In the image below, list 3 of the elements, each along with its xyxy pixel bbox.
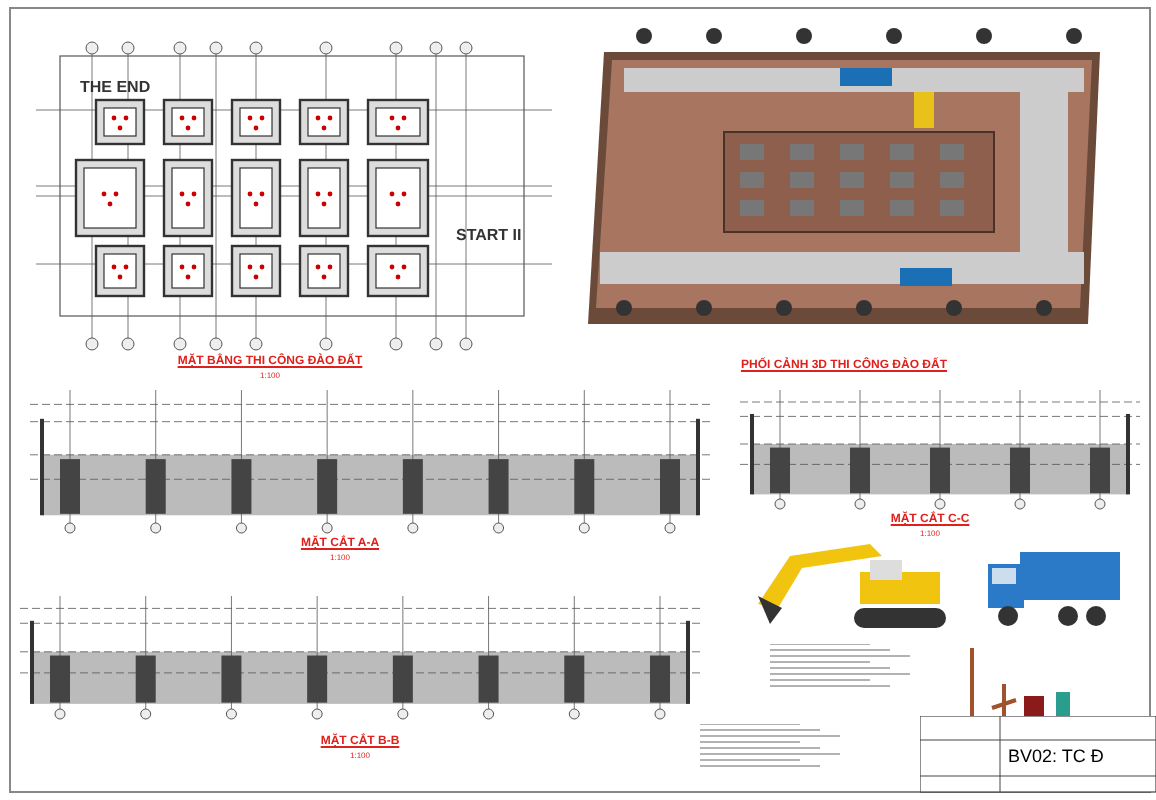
callout-label: THE END	[80, 80, 151, 96]
drawing-number: BV02: TC Đ	[1008, 748, 1104, 766]
callout-label: START II	[456, 228, 522, 244]
